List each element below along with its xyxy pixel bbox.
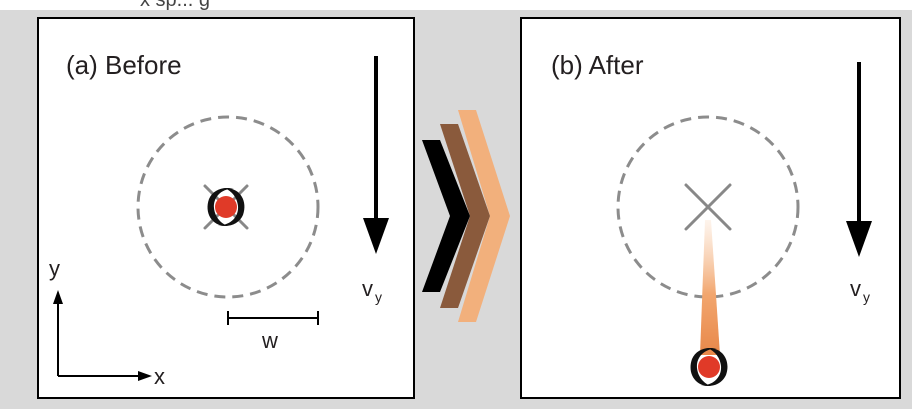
top-strip [0,0,912,10]
dashed-radius-circle-after [616,115,800,299]
x-marker-icon [684,183,732,231]
vortex-icon [207,187,245,227]
coordinate-axes [53,290,152,381]
panel-after: (b) After v y [520,17,901,399]
drift-trail [700,220,720,355]
panel-before: (a) Before v y w [37,17,415,399]
width-scale-bar [227,311,319,325]
chevron-transition-icon [422,110,510,322]
header-fragment: x sp... g [140,0,210,11]
velocity-label-before: v [362,276,373,301]
down-arrow-icon [363,56,389,254]
panel-before-title: (a) Before [66,50,182,80]
panel-after-title: (b) After [551,50,644,80]
velocity-subscript-after: y [863,289,870,305]
vortex-icon [690,347,728,387]
axis-x-label: x [154,364,165,389]
width-label: w [261,328,278,353]
dashed-radius-circle [136,115,320,299]
down-arrow-icon [846,62,872,257]
axis-y-label: y [49,256,60,281]
velocity-label-after: v [850,276,861,301]
velocity-subscript-before: y [375,289,382,305]
